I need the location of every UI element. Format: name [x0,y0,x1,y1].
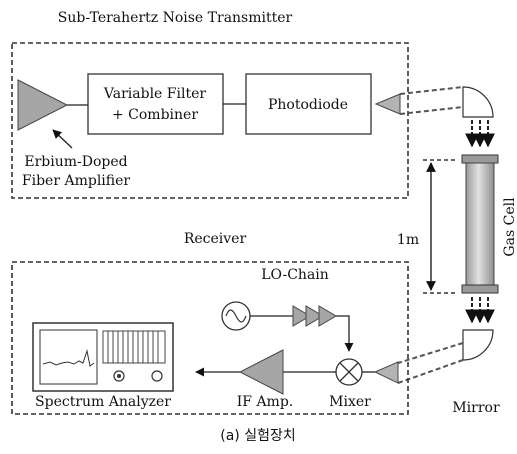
transmitter-title: Sub-Terahertz Noise Transmitter [58,10,293,26]
if-amp-label: IF Amp. [237,394,294,410]
gas-cell-label: Gas Cell [502,197,517,257]
edfa-label-line2: Fiber Amplifier [22,173,131,189]
spectrum-analyzer-label: Spectrum Analyzer [35,394,171,410]
figure-caption: (a) 실험장치 [220,428,295,444]
spectrum-analyzer-icon [32,322,174,392]
gas-cell-top-flange [461,154,499,164]
beam-lower-ray [399,106,464,115]
edfa-label-line1: Erbium-Doped [24,154,127,170]
beam-down-arrows-top [465,120,495,148]
receive-horn-icon [373,361,399,384]
photodiode-block [245,73,372,135]
oscillator-sine-icon [225,309,247,323]
transmitter-enclosure [11,42,409,199]
lo-chain-label: LO-Chain [261,267,329,283]
beam-down-arrows-bottom [465,297,495,324]
beam-upper-ray [399,86,464,95]
variable-filter-label-line2: + Combiner [112,107,198,123]
return-beam-lower-ray [397,359,464,384]
gas-cell-tube [465,162,495,286]
mixer-cross-b [339,362,359,382]
return-beam-upper-ray [397,342,464,364]
photodiode-label: Photodiode [268,97,348,113]
lo-to-mixer-line [336,315,354,352]
gas-cell-bottom-flange [461,284,499,294]
if-amplifier-icon [238,349,284,395]
receiver-title: Receiver [184,231,247,247]
bottom-mirror-icon [462,329,494,361]
multiplier-chain-icon [292,305,337,327]
edfa-pointer-arrow [52,129,73,149]
receiver-enclosure [11,261,409,415]
edfa-amplifier-icon [17,79,69,131]
transmit-horn-icon [374,93,401,115]
mirror-label: Mirror [452,400,500,416]
top-mirror-icon [462,86,494,118]
mixer-label: Mixer [329,394,371,410]
variable-filter-label-line1: Variable Filter [103,86,206,102]
variable-filter-combiner-block [87,73,224,135]
distance-label: 1m [397,232,419,248]
